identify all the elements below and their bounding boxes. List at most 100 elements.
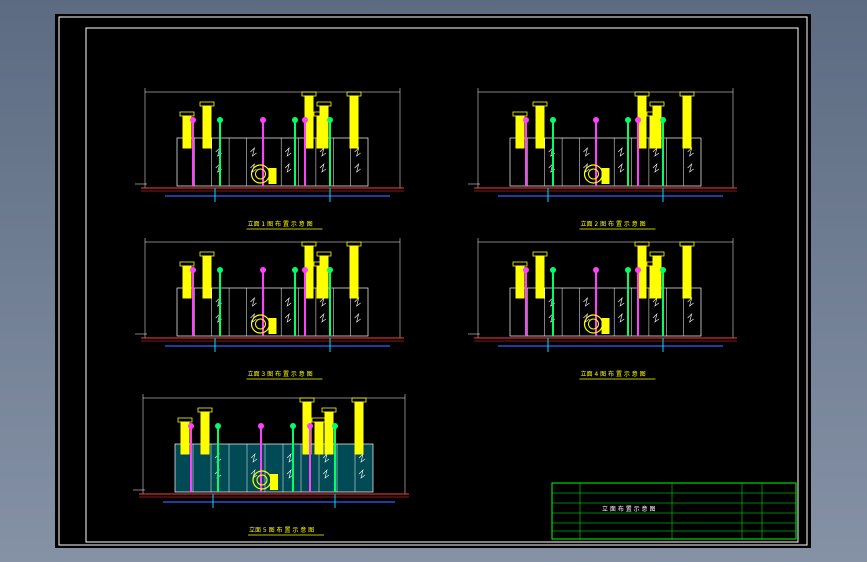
pipe-valve bbox=[625, 267, 631, 273]
equipment-cap bbox=[649, 251, 665, 257]
switch-symbol bbox=[652, 147, 660, 157]
pipe-valve bbox=[188, 423, 194, 429]
equipment-cap bbox=[311, 417, 327, 423]
pipe-valve bbox=[307, 423, 313, 429]
pipe-valve bbox=[523, 267, 529, 273]
equipment-tower bbox=[202, 255, 212, 299]
pump-symbol bbox=[588, 168, 599, 180]
switch-symbol bbox=[250, 147, 257, 157]
equipment-cap bbox=[179, 111, 195, 117]
pipe-valve bbox=[292, 267, 298, 273]
pipe-valve bbox=[260, 117, 266, 123]
outer-border bbox=[58, 16, 808, 546]
cabinet-row bbox=[176, 287, 369, 337]
title-block-frame bbox=[551, 482, 797, 540]
equipment-tower bbox=[182, 265, 192, 299]
equipment-cap bbox=[346, 241, 362, 247]
pump-body bbox=[601, 168, 610, 184]
pump-symbol bbox=[583, 164, 604, 184]
equipment-cap bbox=[634, 91, 650, 97]
switch-symbol bbox=[583, 297, 590, 307]
switch-symbol bbox=[358, 469, 366, 479]
pipe-valve bbox=[290, 423, 296, 429]
pipe-valve bbox=[332, 423, 338, 429]
pipe-valve bbox=[302, 267, 308, 273]
equipment-tower bbox=[182, 115, 192, 149]
view-caption: 立面 1 图 布 置 示 意 图 bbox=[248, 220, 313, 228]
pipe-valve bbox=[302, 117, 308, 123]
switch-symbol bbox=[617, 297, 625, 307]
switch-symbol bbox=[250, 469, 258, 479]
drawing-sheet: 立面 1 图 布 置 示 意 图 立面 2 图 布 置 示 意 图立面 3 图 布… bbox=[55, 14, 811, 548]
view-caption: 立面 5 图 布 置 示 意 图 bbox=[249, 526, 314, 534]
switch-symbol bbox=[687, 163, 694, 173]
switch-symbol bbox=[354, 297, 361, 307]
equipment-cap bbox=[299, 397, 315, 403]
switch-symbol bbox=[354, 163, 361, 173]
pump-symbol bbox=[588, 318, 599, 330]
equipment-cap bbox=[199, 101, 215, 107]
switch-symbol bbox=[319, 313, 327, 323]
pipe-valve bbox=[190, 267, 196, 273]
equipment-tower bbox=[180, 421, 190, 455]
pipe-valve bbox=[215, 423, 221, 429]
switch-symbol bbox=[250, 453, 258, 463]
pipe-valve bbox=[523, 117, 529, 123]
pipe-valve bbox=[190, 117, 196, 123]
equipment-cap bbox=[179, 261, 195, 267]
equipment-tower bbox=[652, 105, 662, 149]
pipe-valve bbox=[660, 117, 666, 123]
view-caption: 立面 3 图 布 置 示 意 图 bbox=[248, 370, 313, 378]
view-caption: 立面 2 图 布 置 示 意 图 bbox=[581, 220, 646, 228]
switch-symbol bbox=[354, 313, 361, 323]
switch-symbol bbox=[319, 297, 327, 307]
equipment-tower bbox=[349, 95, 359, 149]
equipment-tower bbox=[324, 411, 334, 455]
pipe-valve bbox=[327, 267, 333, 273]
equipment-cap bbox=[351, 397, 367, 403]
equipment-cap bbox=[197, 407, 213, 413]
pump-symbol bbox=[255, 168, 266, 180]
pump-symbol bbox=[255, 318, 266, 330]
equipment-tower bbox=[349, 245, 359, 299]
equipment-cap bbox=[177, 417, 193, 423]
drawing-title: 立 面 布 置 示 意 图 bbox=[602, 505, 655, 513]
switch-symbol bbox=[652, 297, 660, 307]
pump-symbol bbox=[250, 164, 271, 184]
elevation-view-5: 立面 5 图 布 置 示 意 图 bbox=[133, 394, 409, 536]
equipment-cap bbox=[532, 251, 548, 257]
switch-symbol bbox=[617, 163, 625, 173]
switch-symbol bbox=[284, 147, 292, 157]
elevation-view-1: 立面 1 图 布 置 示 意 图 bbox=[135, 88, 404, 230]
title-block: 立 面 布 置 示 意 图 bbox=[551, 482, 797, 540]
switch-symbol bbox=[250, 297, 257, 307]
pipe-valve bbox=[635, 267, 641, 273]
switch-symbol bbox=[319, 147, 327, 157]
equipment-tower bbox=[535, 255, 545, 299]
view-caption: 立面 4 图 布 置 示 意 图 bbox=[581, 370, 646, 378]
equipment-cap bbox=[301, 241, 317, 247]
pump-symbol bbox=[250, 314, 271, 334]
pump-symbol bbox=[256, 474, 268, 486]
equipment-tower bbox=[319, 255, 329, 299]
equipment-tower bbox=[319, 105, 329, 149]
switch-symbol bbox=[358, 453, 366, 463]
equipment-cap bbox=[679, 91, 695, 97]
pipe-valve bbox=[635, 117, 641, 123]
switch-symbol bbox=[687, 297, 694, 307]
switch-symbol bbox=[652, 313, 660, 323]
equipment-cap bbox=[346, 91, 362, 97]
switch-symbol bbox=[286, 453, 294, 463]
equipment-tower bbox=[314, 421, 324, 455]
switch-symbol bbox=[284, 297, 292, 307]
switch-symbol bbox=[583, 147, 590, 157]
pipe-valve bbox=[550, 267, 556, 273]
equipment-tower bbox=[354, 401, 364, 455]
equipment-cap bbox=[301, 91, 317, 97]
inner-border bbox=[85, 27, 799, 543]
pump-body bbox=[268, 168, 277, 184]
switch-symbol bbox=[687, 313, 694, 323]
switch-symbol bbox=[284, 163, 292, 173]
equipment-cap bbox=[199, 251, 215, 257]
equipment-tower bbox=[515, 265, 525, 299]
